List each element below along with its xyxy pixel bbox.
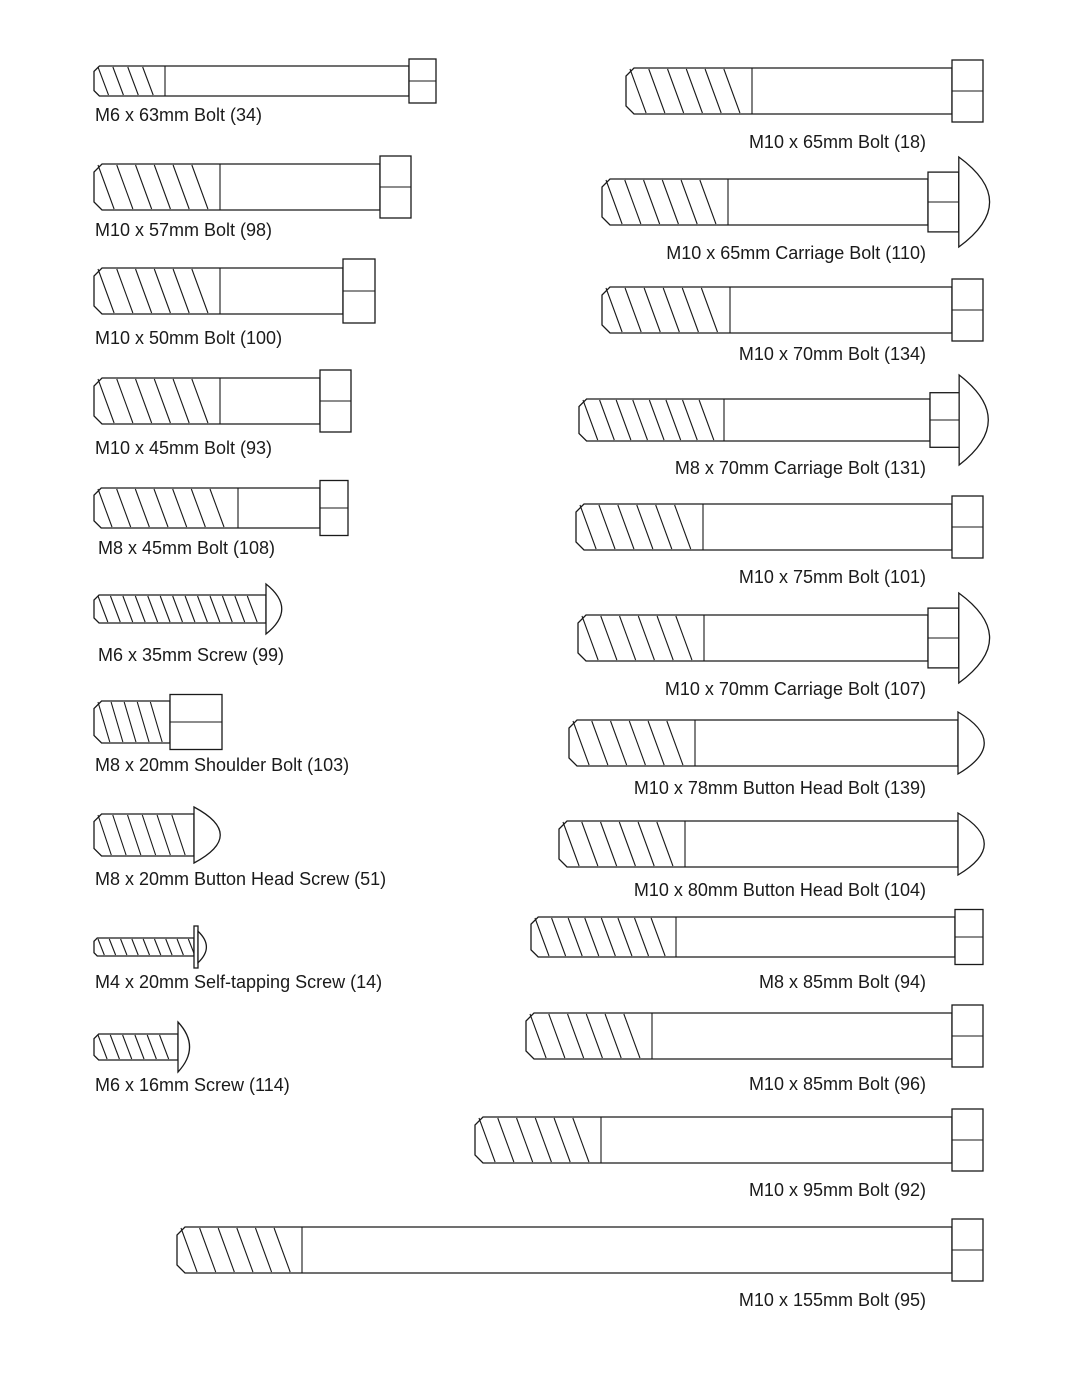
part-label-7: M8 x 20mm Button Head Screw (51)	[95, 869, 387, 889]
part-label-2: M10 x 50mm Bolt (100)	[95, 328, 283, 348]
button-head-7	[193, 805, 221, 865]
fastener-12	[601, 278, 984, 342]
part-label-17: M10 x 80mm Button Head Bolt (104)	[633, 880, 926, 900]
shank-0	[93, 65, 410, 97]
part-label-3: M10 x 45mm Bolt (93)	[95, 438, 273, 458]
part-label-18: M8 x 85mm Bolt (94)	[758, 972, 926, 992]
shank-12	[601, 286, 953, 334]
part-label-8: M4 x 20mm Self-tapping Screw (14)	[95, 972, 383, 992]
fastener-9	[93, 1020, 191, 1074]
fastener-8	[93, 925, 208, 969]
fastener-10	[625, 59, 984, 123]
fastener-3	[93, 369, 352, 433]
shank-11	[601, 178, 929, 226]
shank-21	[176, 1226, 953, 1274]
part-label-0: M6 x 63mm Bolt (34)	[95, 105, 263, 125]
part-label-16: M10 x 78mm Button Head Bolt (139)	[633, 778, 926, 798]
fastener-15	[577, 591, 991, 685]
fastener-2	[93, 258, 376, 324]
fastener-0	[93, 58, 437, 104]
shank-17	[558, 820, 959, 868]
part-label-21: M10 x 155mm Bolt (95)	[738, 1290, 926, 1310]
shank-14	[575, 503, 953, 551]
fastener-5	[93, 582, 283, 636]
part-label-12: M10 x 70mm Bolt (134)	[738, 344, 926, 364]
shank-13	[578, 398, 931, 442]
button-head-16	[957, 710, 985, 776]
screw-head-8	[197, 929, 208, 965]
fastener-20	[474, 1108, 984, 1172]
part-label-1: M10 x 57mm Bolt (98)	[95, 220, 273, 240]
fastener-16	[568, 710, 985, 776]
part-label-20: M10 x 95mm Bolt (92)	[748, 1180, 926, 1200]
part-label-6: M8 x 20mm Shoulder Bolt (103)	[95, 755, 350, 775]
fastener-13	[578, 373, 989, 467]
fastener-7	[93, 805, 221, 865]
button-head-17	[957, 811, 985, 877]
fastener-14	[575, 495, 984, 559]
part-label-14: M10 x 75mm Bolt (101)	[738, 567, 926, 587]
part-label-9: M6 x 16mm Screw (114)	[95, 1075, 290, 1095]
shank-16	[568, 719, 959, 767]
shank-4	[93, 487, 321, 529]
part-label-10: M10 x 65mm Bolt (18)	[748, 132, 926, 152]
fastener-4	[93, 479, 349, 537]
carriage-dome-13	[958, 373, 989, 467]
fastener-21	[176, 1218, 984, 1282]
fastener-11	[601, 155, 991, 249]
shank-20	[474, 1116, 953, 1164]
part-label-19: M10 x 85mm Bolt (96)	[748, 1074, 926, 1094]
fastener-18	[530, 908, 984, 966]
part-label-13: M8 x 70mm Carriage Bolt (131)	[674, 458, 926, 478]
shank-19	[525, 1012, 953, 1060]
fastener-17	[558, 811, 985, 877]
shank-10	[625, 67, 953, 115]
fastener-19	[525, 1004, 984, 1068]
part-label-5: M6 x 35mm Screw (99)	[98, 645, 285, 665]
shank-15	[577, 614, 929, 662]
fastener-1	[93, 155, 412, 219]
button-head-9	[177, 1020, 191, 1074]
carriage-dome-15	[958, 591, 991, 685]
part-label-4: M8 x 45mm Bolt (108)	[98, 538, 276, 558]
shank-3	[93, 377, 321, 425]
part-label-11: M10 x 65mm Carriage Bolt (110)	[666, 243, 926, 263]
button-head-5	[265, 582, 283, 636]
part-label-15: M10 x 70mm Carriage Bolt (107)	[664, 679, 926, 699]
shank-1	[93, 163, 381, 211]
shank-6	[93, 700, 171, 744]
shank-2	[93, 267, 344, 315]
carriage-dome-11	[958, 155, 991, 249]
fastener-6	[93, 693, 223, 751]
shank-18	[530, 916, 956, 958]
